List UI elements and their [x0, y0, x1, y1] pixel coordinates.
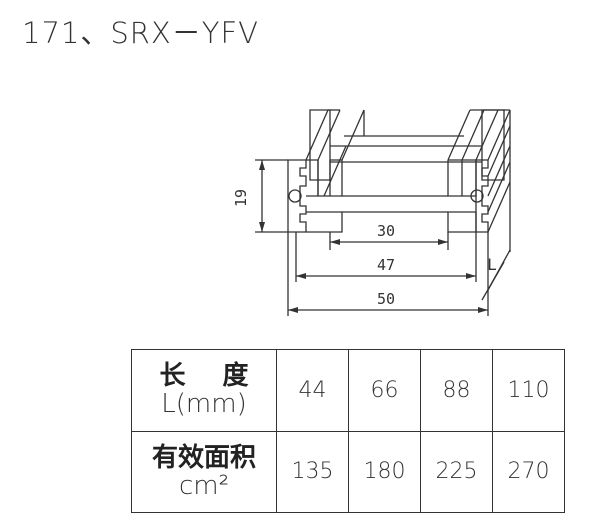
dimension-length-label: L [487, 255, 497, 274]
length-label: 长 度 [159, 361, 263, 392]
dimension-height [255, 159, 288, 233]
dimension-length [481, 182, 511, 301]
row-header-area: 有效面积 cm² [131, 430, 277, 513]
dimension-inner-label: 30 [377, 222, 395, 240]
table-row-length: 长 度 L(mm) 44 66 88 110 [131, 349, 565, 432]
length-value-3: 88 [420, 349, 493, 432]
dimension-widths [287, 232, 489, 316]
area-value-2: 180 [348, 430, 421, 513]
spec-table: 长 度 L(mm) 44 66 88 110 有效面积 cm² 135 180 … [131, 349, 565, 513]
length-value-2: 66 [348, 349, 421, 432]
length-value-4: 110 [492, 349, 565, 432]
row-header-length: 长 度 L(mm) [131, 349, 277, 432]
dimension-overall-label: 50 [377, 290, 395, 308]
heatsink-front-profile [287, 159, 489, 233]
page-title: 171、SRX－YFV [22, 16, 260, 50]
dimension-arrowheads [259, 160, 488, 313]
length-value-1: 44 [276, 349, 349, 432]
heatsink-back-outline [309, 109, 505, 181]
area-unit: cm² [178, 470, 230, 501]
table-row-area: 有效面积 cm² 135 180 225 270 [131, 430, 565, 513]
dimension-height-label: 19 [232, 189, 250, 207]
length-unit: L(mm) [161, 389, 247, 420]
heatsink-depth-lines [305, 109, 511, 233]
area-value-3: 225 [420, 430, 493, 513]
area-value-1: 135 [276, 430, 349, 513]
dimension-middle-label: 47 [377, 256, 395, 274]
area-label: 有效面积 [151, 442, 256, 473]
area-value-4: 270 [492, 430, 565, 513]
